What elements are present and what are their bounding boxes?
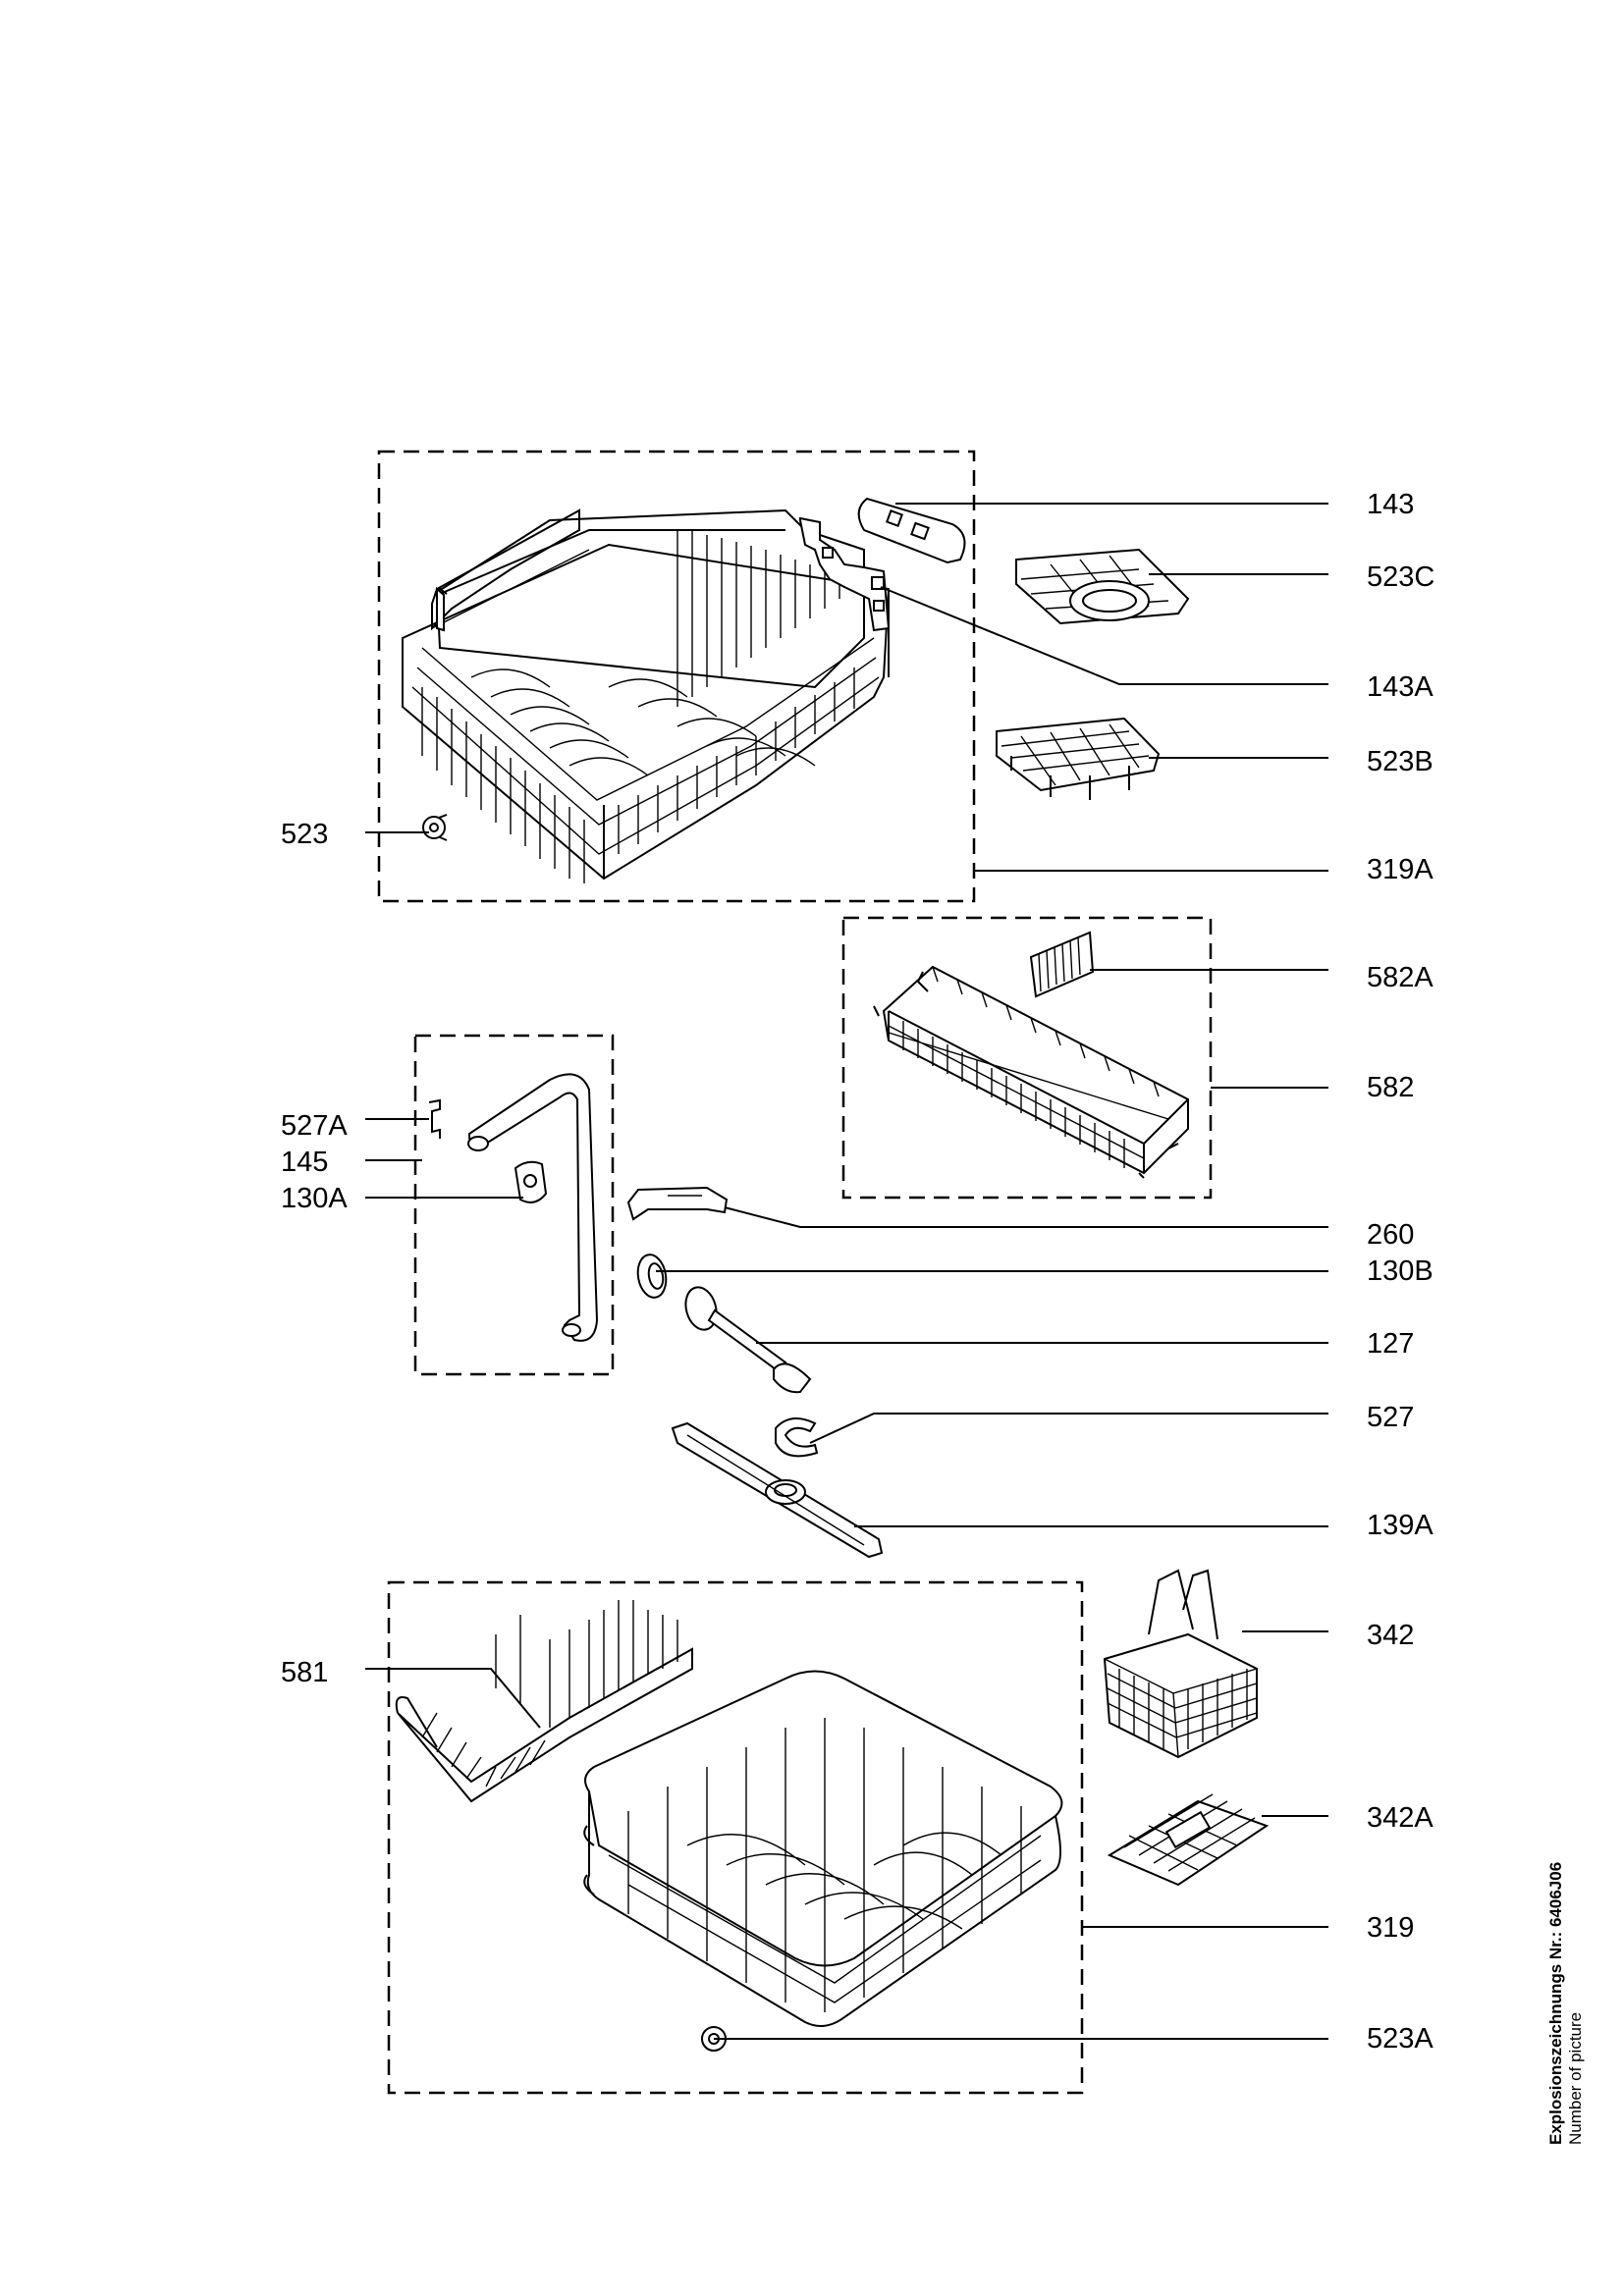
part-527A-illustration bbox=[428, 1098, 441, 1139]
label-342: 342 bbox=[1367, 1620, 1415, 1651]
part-127-illustration bbox=[684, 1286, 812, 1394]
label-527A: 527A bbox=[281, 1110, 348, 1142]
label-260: 260 bbox=[1367, 1219, 1415, 1251]
label-319: 319 bbox=[1367, 1912, 1415, 1944]
label-581: 581 bbox=[281, 1657, 329, 1688]
leader-581 bbox=[365, 1668, 541, 1729]
part-260-illustration bbox=[626, 1186, 729, 1221]
part-523B-illustration bbox=[996, 717, 1161, 800]
label-130A: 130A bbox=[281, 1183, 348, 1214]
cutlery-tray-group-box bbox=[841, 916, 1213, 1200]
label-523: 523 bbox=[281, 819, 329, 850]
label-127: 127 bbox=[1367, 1328, 1415, 1360]
part-342-cutlery-basket-illustration bbox=[1103, 1569, 1258, 1759]
part-342A-illustration bbox=[1107, 1793, 1270, 1887]
label-130B: 130B bbox=[1367, 1255, 1434, 1287]
part-130A-illustration bbox=[514, 1160, 548, 1203]
drawing-number-caption: Explosionszeichnungs Nr.: 6406J06 Number… bbox=[1546, 1862, 1585, 2145]
cutlery-tray-illustration bbox=[873, 965, 1189, 1179]
leader-260 bbox=[724, 1206, 1328, 1228]
label-145: 145 bbox=[281, 1147, 329, 1178]
label-527: 527 bbox=[1367, 1402, 1415, 1433]
label-523B: 523B bbox=[1367, 746, 1434, 777]
leader-lines bbox=[365, 503, 1328, 2040]
upper-basket-group-box bbox=[377, 450, 976, 903]
part-582A-illustration bbox=[1029, 931, 1095, 998]
leader-143A bbox=[880, 586, 1328, 685]
drawing-number-label: Explosionszeichnungs Nr.: 6406J06 bbox=[1546, 1861, 1565, 2145]
upper-basket-illustration bbox=[402, 508, 891, 883]
label-523A: 523A bbox=[1367, 2023, 1434, 2055]
label-139A: 139A bbox=[1367, 1510, 1434, 1541]
water-pipe-group-box bbox=[413, 1034, 615, 1376]
part-523C-illustration bbox=[1015, 548, 1190, 625]
label-143: 143 bbox=[1367, 489, 1415, 520]
lower-basket-group-box bbox=[387, 1580, 1084, 2095]
part-581-rack-illustration bbox=[395, 1600, 693, 1803]
water-pipe-145-illustration bbox=[467, 1073, 599, 1342]
wheel-523-illustration bbox=[422, 814, 448, 841]
part-139A-spray-arm-illustration bbox=[671, 1421, 884, 1559]
number-of-picture-label: Number of picture bbox=[1565, 2011, 1585, 2145]
label-319A: 319A bbox=[1367, 854, 1434, 885]
part-130B-illustration bbox=[636, 1254, 668, 1299]
part-527-illustration bbox=[775, 1417, 819, 1458]
label-523C: 523C bbox=[1367, 561, 1435, 593]
leader-527 bbox=[809, 1413, 1328, 1444]
label-582: 582 bbox=[1367, 1072, 1415, 1103]
part-143A-illustration bbox=[799, 516, 891, 632]
part-143-illustration bbox=[857, 497, 966, 564]
label-582A: 582A bbox=[1367, 962, 1434, 993]
lower-basket-illustration bbox=[583, 1670, 1063, 2027]
label-342A: 342A bbox=[1367, 1802, 1434, 1834]
label-143A: 143A bbox=[1367, 671, 1434, 703]
